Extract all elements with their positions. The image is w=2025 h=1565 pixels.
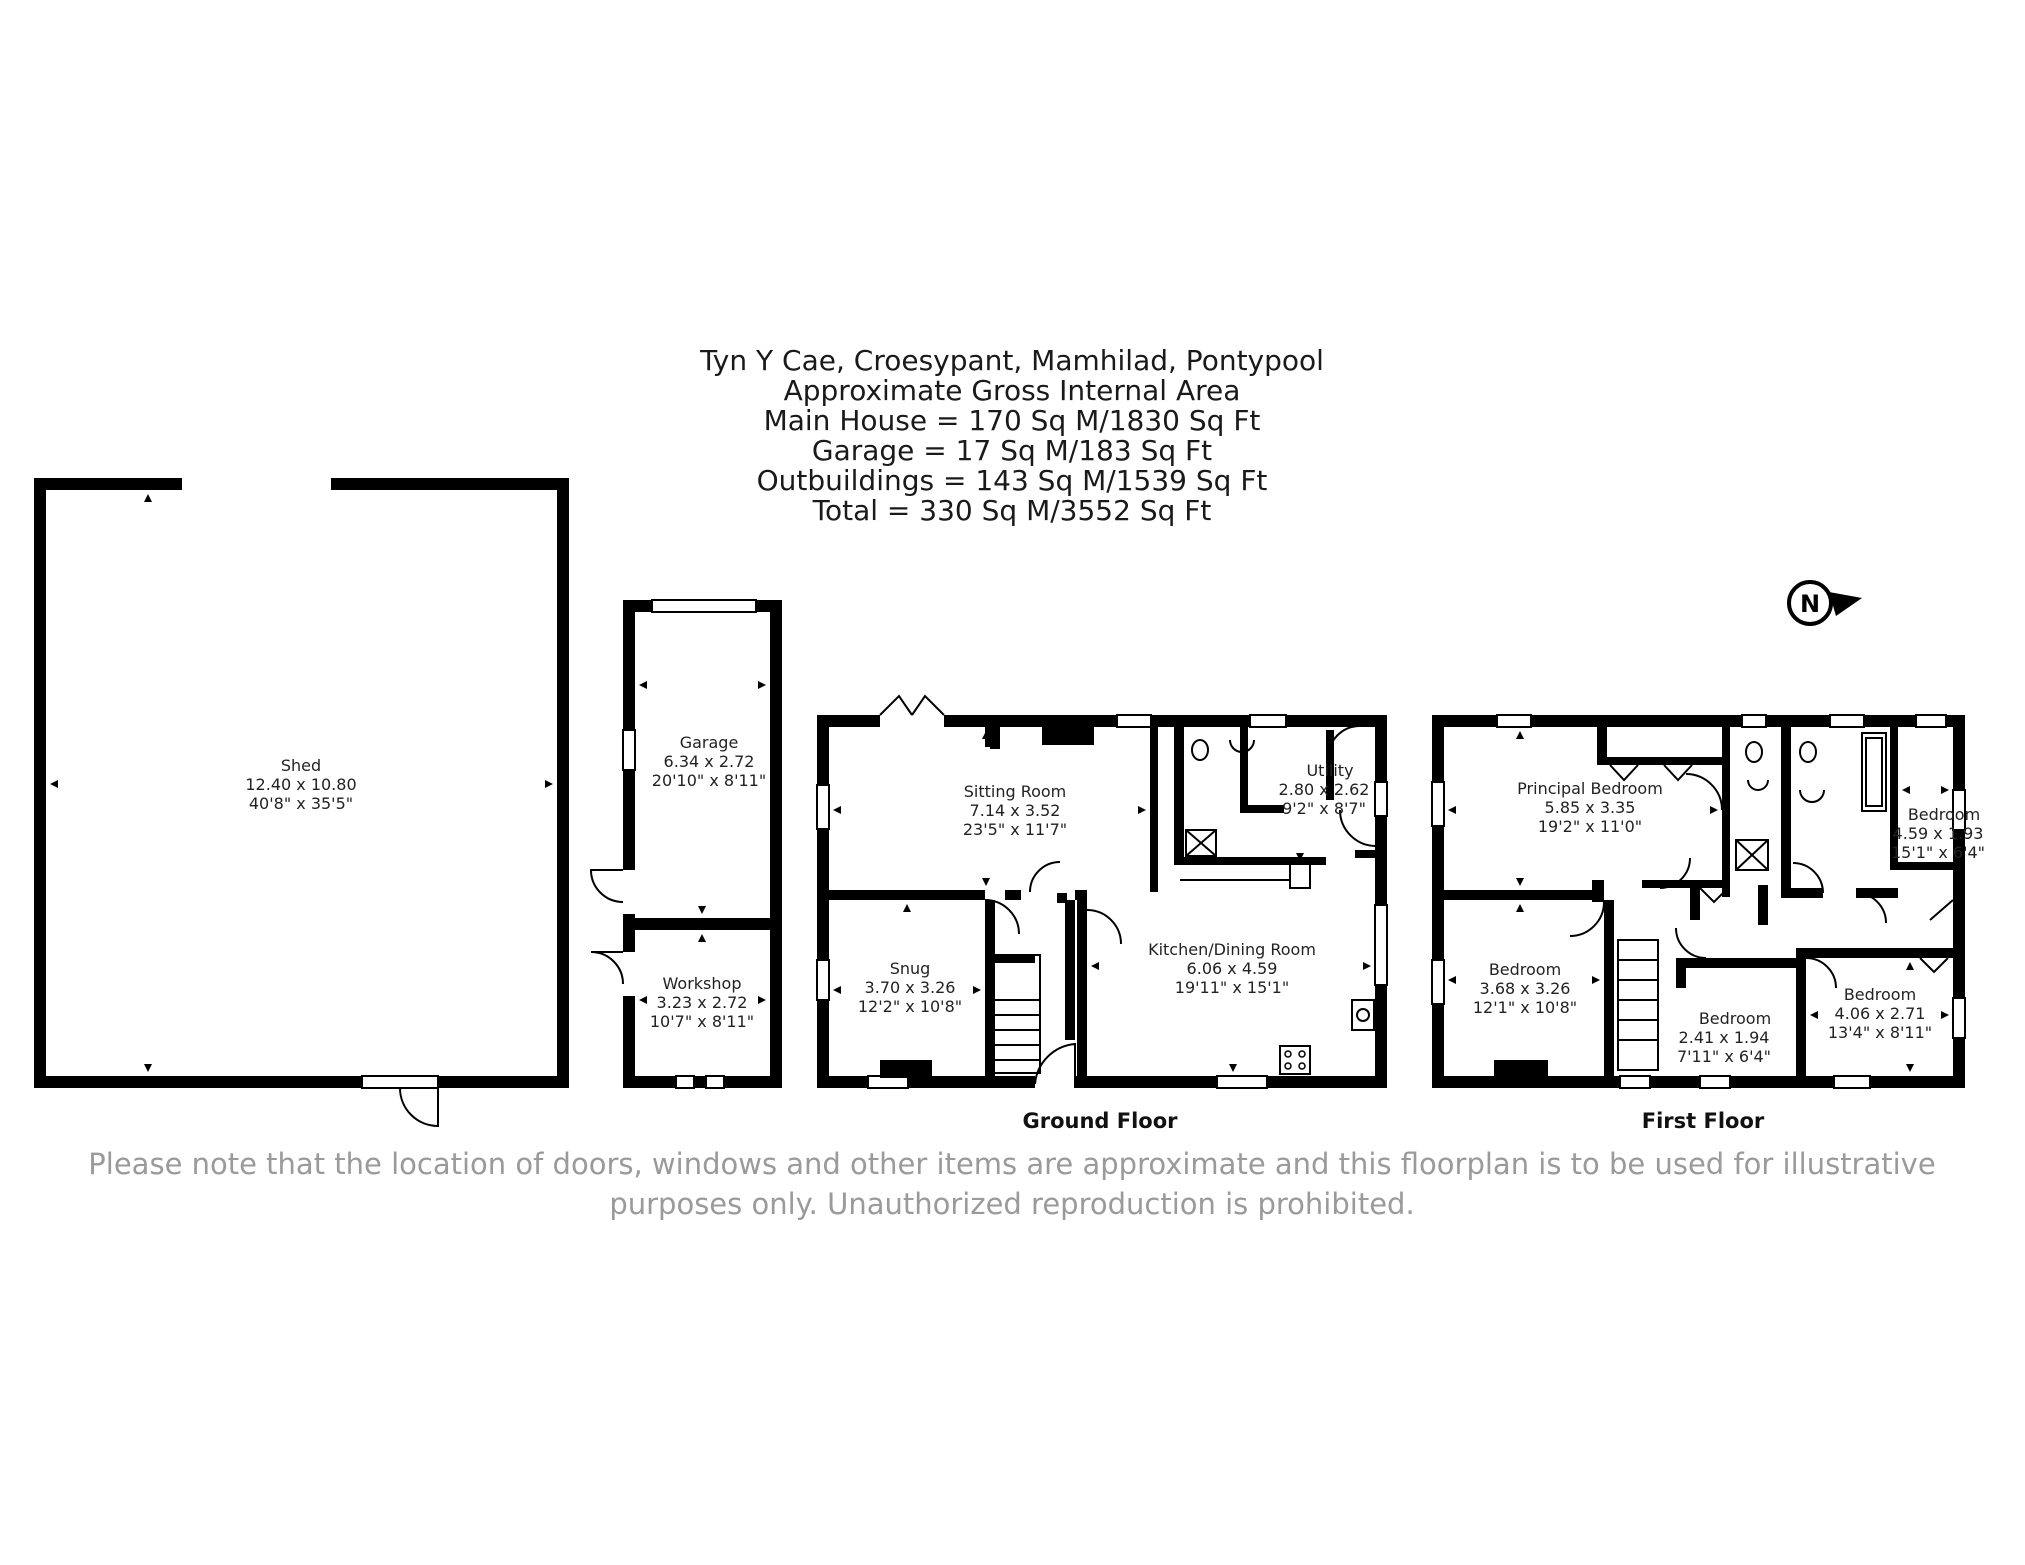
room-label-garage: Garage bbox=[680, 733, 739, 752]
room-label-utility: Utility bbox=[1306, 761, 1353, 780]
floor-title-ground: Ground Floor bbox=[1022, 1109, 1178, 1133]
room-dim-imperial-bedroom-ne: 15'1" x 6'4" bbox=[1891, 843, 1985, 862]
room-dim-imperial-shed: 40'8" x 35'5" bbox=[249, 794, 353, 813]
room-dim-metric-bedroom-west: 3.68 x 3.26 bbox=[1480, 979, 1571, 998]
room-dim-imperial-principal-bedroom: 19'2" x 11'0" bbox=[1538, 817, 1642, 836]
header-main-house: Main House = 170 Sq M/1830 Sq Ft bbox=[764, 404, 1261, 437]
room-dim-metric-bedroom-ne: 4.59 x 1.93 bbox=[1893, 824, 1984, 843]
ground-floor-plan: Sitting Room 7.14 x 3.52 23'5" x 11'7" U… bbox=[816, 694, 1388, 1133]
shed-plan: Shed 12.40 x 10.80 40'8" x 35'5" bbox=[34, 478, 569, 1128]
room-label-kitchen-dining-room: Kitchen/Dining Room bbox=[1148, 940, 1316, 959]
room-label-bedroom-small: Bedroom bbox=[1699, 1009, 1771, 1028]
floor-title-first: First Floor bbox=[1642, 1109, 1765, 1133]
header-total: Total = 330 Sq M/3552 Sq Ft bbox=[812, 494, 1212, 527]
room-dim-metric-sitting-room: 7.14 x 3.52 bbox=[970, 801, 1061, 820]
room-dim-imperial-bedroom-west: 12'1" x 10'8" bbox=[1473, 998, 1577, 1017]
disclaimer-line-1: Please note that the location of doors, … bbox=[88, 1147, 1935, 1181]
room-dim-metric-shed: 12.40 x 10.80 bbox=[245, 775, 356, 794]
room-dim-imperial-utility: 9'2" x 8'7" bbox=[1282, 799, 1366, 818]
room-dim-metric-workshop: 3.23 x 2.72 bbox=[657, 993, 748, 1012]
room-dim-imperial-bedroom-se: 13'4" x 8'11" bbox=[1828, 1023, 1932, 1042]
room-dim-imperial-kitchen-dining-room: 19'11" x 15'1" bbox=[1175, 978, 1289, 997]
room-label-bedroom-west: Bedroom bbox=[1489, 960, 1561, 979]
header-outbuildings: Outbuildings = 143 Sq M/1539 Sq Ft bbox=[757, 464, 1268, 497]
header-address: Tyn Y Cae, Croesypant, Mamhilad, Pontypo… bbox=[699, 344, 1324, 377]
room-label-snug: Snug bbox=[890, 959, 931, 978]
room-dim-metric-bedroom-se: 4.06 x 2.71 bbox=[1835, 1004, 1926, 1023]
room-label-workshop: Workshop bbox=[663, 974, 742, 993]
room-dim-imperial-snug: 12'2" x 10'8" bbox=[858, 997, 962, 1016]
room-label-bedroom-se: Bedroom bbox=[1844, 985, 1916, 1004]
disclaimer: Please note that the location of doors, … bbox=[88, 1147, 1935, 1221]
north-compass-icon: N bbox=[1787, 580, 1862, 626]
room-dim-metric-principal-bedroom: 5.85 x 3.35 bbox=[1545, 798, 1636, 817]
room-dim-metric-kitchen-dining-room: 6.06 x 4.59 bbox=[1187, 959, 1278, 978]
room-dim-metric-bedroom-small: 2.41 x 1.94 bbox=[1679, 1028, 1770, 1047]
room-label-shed: Shed bbox=[281, 756, 321, 775]
compass-letter: N bbox=[1800, 590, 1820, 618]
room-label-bedroom-ne: Bedroom bbox=[1908, 805, 1980, 824]
room-dim-metric-utility: 2.80 x 2.62 bbox=[1279, 780, 1370, 799]
room-dim-metric-snug: 3.70 x 3.26 bbox=[865, 978, 956, 997]
room-dim-imperial-bedroom-small: 7'11" x 6'4" bbox=[1677, 1047, 1771, 1066]
garage-workshop-plan: Garage 6.34 x 2.72 20'10" x 8'11" Worksh… bbox=[589, 599, 782, 1089]
room-dim-imperial-workshop: 10'7" x 8'11" bbox=[650, 1012, 754, 1031]
room-label-principal-bedroom: Principal Bedroom bbox=[1517, 779, 1663, 798]
room-dim-imperial-sitting-room: 23'5" x 11'7" bbox=[963, 820, 1067, 839]
first-floor-plan: Principal Bedroom 5.85 x 3.35 19'2" x 11… bbox=[1431, 714, 1985, 1133]
header-gia-title: Approximate Gross Internal Area bbox=[784, 374, 1241, 407]
room-dim-metric-garage: 6.34 x 2.72 bbox=[664, 752, 755, 771]
disclaimer-line-2: purposes only. Unauthorized reproduction… bbox=[609, 1187, 1414, 1221]
header-garage: Garage = 17 Sq M/183 Sq Ft bbox=[812, 434, 1212, 467]
room-label-sitting-room: Sitting Room bbox=[964, 782, 1067, 801]
room-dim-imperial-garage: 20'10" x 8'11" bbox=[652, 771, 766, 790]
area-header: Tyn Y Cae, Croesypant, Mamhilad, Pontypo… bbox=[699, 344, 1324, 527]
